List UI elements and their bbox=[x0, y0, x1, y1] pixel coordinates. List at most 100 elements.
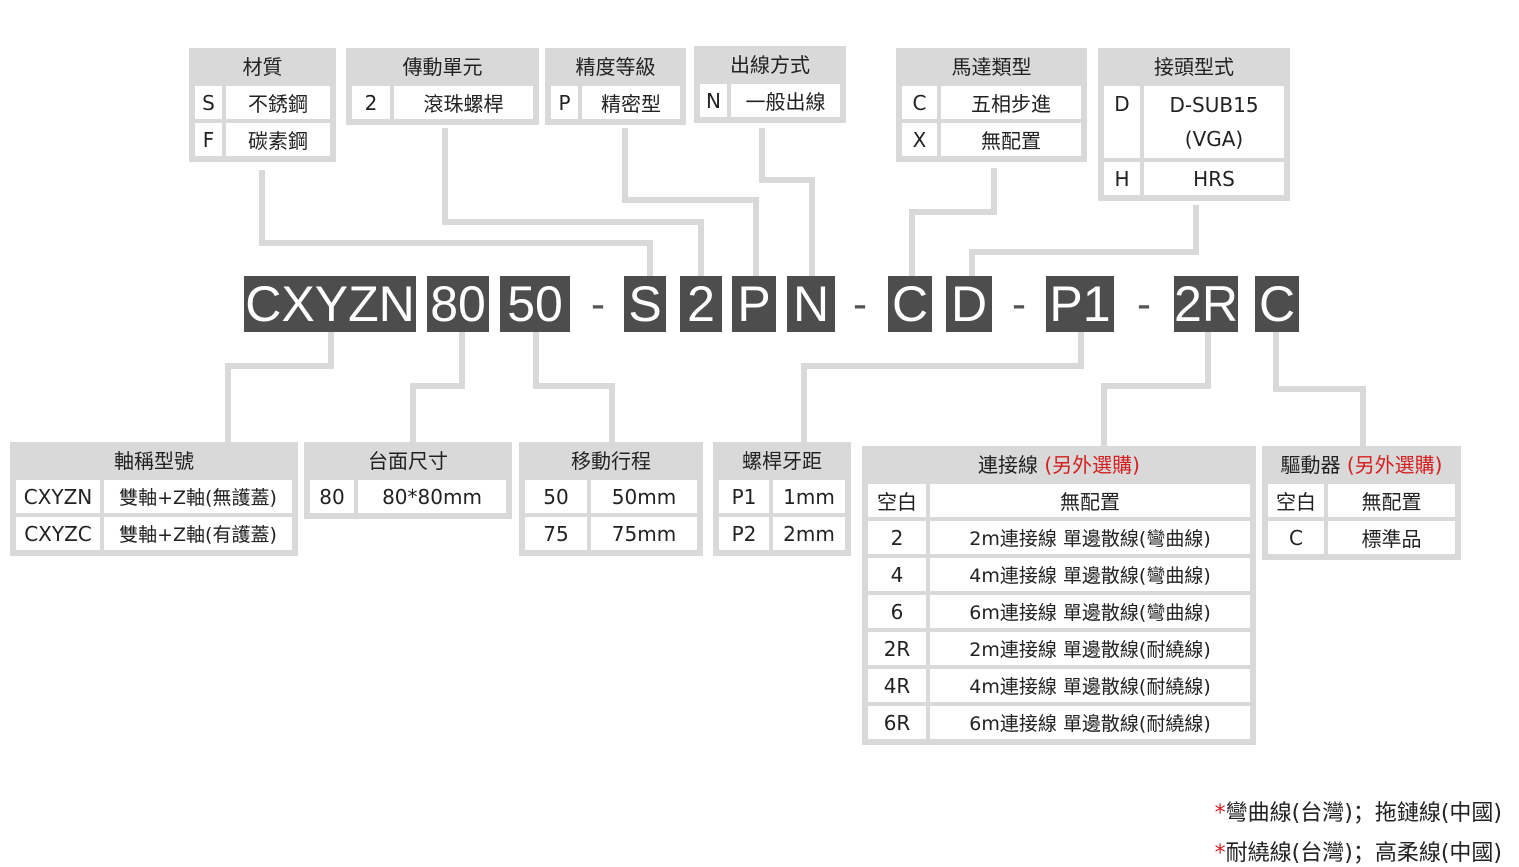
option-code: H bbox=[1104, 162, 1140, 195]
line-model bbox=[225, 330, 334, 444]
line-outlet bbox=[759, 128, 815, 278]
option-label: 碳素鋼 bbox=[226, 123, 330, 156]
code-dash: - bbox=[1137, 280, 1151, 327]
option-label: 無配置 bbox=[941, 123, 1081, 156]
option-label: 一般出線 bbox=[731, 84, 840, 117]
line-motor bbox=[909, 168, 997, 278]
option-label: 50mm bbox=[591, 480, 697, 513]
option-code: N bbox=[700, 84, 727, 117]
option-code: CXYZC bbox=[16, 517, 100, 550]
code-drive: 2 bbox=[680, 276, 722, 332]
code-dash: - bbox=[591, 280, 605, 327]
option-code: 空白 bbox=[1268, 484, 1324, 517]
option-code: P2 bbox=[719, 517, 769, 550]
option-code: P bbox=[551, 86, 578, 119]
line-cable bbox=[1101, 330, 1211, 448]
code-pitch: P1 bbox=[1046, 276, 1114, 332]
option-label: 80*80mm bbox=[358, 480, 506, 513]
box-title: 接頭型式 bbox=[1154, 55, 1234, 79]
box-title: 螺桿牙距 bbox=[742, 449, 822, 473]
option-label: HRS bbox=[1144, 162, 1284, 195]
box-title: 驅動器 bbox=[1280, 453, 1341, 477]
option-label: (VGA) bbox=[1184, 127, 1244, 151]
code-dash: - bbox=[853, 280, 867, 327]
option-label: 精密型 bbox=[582, 86, 680, 119]
option-label: 滾珠螺桿 bbox=[394, 86, 533, 119]
option-label: 2m連接線 單邊散線(彎曲線) bbox=[930, 521, 1250, 554]
option-label: 6m連接線 單邊散線(耐繞線) bbox=[930, 706, 1250, 739]
code-model: CXYZN bbox=[244, 276, 416, 332]
option-code: 4R bbox=[868, 669, 926, 702]
code-driver: C bbox=[1255, 276, 1299, 332]
box-title: 材質 bbox=[242, 55, 283, 79]
option-code: 50 bbox=[525, 480, 587, 513]
code-material: S bbox=[624, 276, 666, 332]
option-label: 無配置 bbox=[930, 484, 1250, 517]
line-drive bbox=[442, 128, 704, 278]
option-label: 五相步進 bbox=[941, 86, 1081, 119]
option-label: 2mm bbox=[773, 517, 845, 550]
box-title: 傳動單元 bbox=[402, 55, 483, 79]
line-driver bbox=[1273, 330, 1366, 448]
option-label: 75mm bbox=[591, 517, 697, 550]
option-label: 6m連接線 單邊散線(彎曲線) bbox=[930, 595, 1250, 628]
box-title: 移動行程 bbox=[571, 449, 651, 473]
code-precision: P bbox=[732, 276, 776, 332]
line-size bbox=[410, 330, 465, 444]
code-size: 80 bbox=[427, 276, 489, 332]
box-title: 馬達類型 bbox=[951, 55, 1032, 79]
line-connector bbox=[969, 205, 1199, 278]
option-code: D bbox=[1104, 86, 1140, 158]
option-label: 不銹鋼 bbox=[226, 86, 330, 119]
footnote-star: * bbox=[1214, 801, 1226, 826]
box-title: 連接線 bbox=[978, 453, 1039, 477]
option-label: 雙軸+Z軸(無護蓋) bbox=[104, 480, 292, 513]
option-code: P1 bbox=[719, 480, 769, 513]
option-code: 2 bbox=[868, 521, 926, 554]
footnote-text: 耐繞線(台灣)；高柔線(中國) bbox=[1225, 841, 1502, 866]
code-outlet: N bbox=[787, 276, 835, 332]
option-label: 4m連接線 單邊散線(耐繞線) bbox=[930, 669, 1250, 702]
footnote-star: * bbox=[1214, 841, 1226, 866]
box-title: 出線方式 bbox=[730, 53, 810, 77]
option-label: D-SUB15 bbox=[1169, 93, 1259, 117]
option-code: 6 bbox=[868, 595, 926, 628]
option-label: 4m連接線 單邊散線(彎曲線) bbox=[930, 558, 1250, 591]
code-motor: C bbox=[888, 276, 932, 332]
option-code: 4 bbox=[868, 558, 926, 591]
option-code: C bbox=[902, 86, 937, 119]
box-title: 軸稱型號 bbox=[114, 449, 194, 473]
option-code: C bbox=[1268, 521, 1324, 554]
option-label: 雙軸+Z軸(有護蓋) bbox=[104, 517, 292, 550]
line-material bbox=[259, 170, 653, 278]
code-stroke: 50 bbox=[500, 276, 570, 332]
option-code: S bbox=[195, 86, 222, 119]
option-code: X bbox=[902, 123, 937, 156]
code-cable: 2R bbox=[1174, 276, 1238, 332]
footnote: *耐繞線(台灣)；高柔線(中國) bbox=[1215, 835, 1502, 867]
code-connector: D bbox=[946, 276, 992, 332]
option-code: CXYZN bbox=[16, 480, 100, 513]
option-label: 無配置 bbox=[1328, 484, 1455, 517]
optional-note: (另外選購) bbox=[1044, 453, 1140, 477]
line-stroke bbox=[533, 330, 615, 444]
line-precision bbox=[622, 128, 759, 278]
line-pitch bbox=[801, 330, 1084, 444]
footnote: *彎曲線(台灣)；拖鏈線(中國) bbox=[1215, 795, 1502, 827]
option-code: 75 bbox=[525, 517, 587, 550]
option-label: 標準品 bbox=[1328, 521, 1455, 554]
option-code: 2R bbox=[868, 632, 926, 665]
